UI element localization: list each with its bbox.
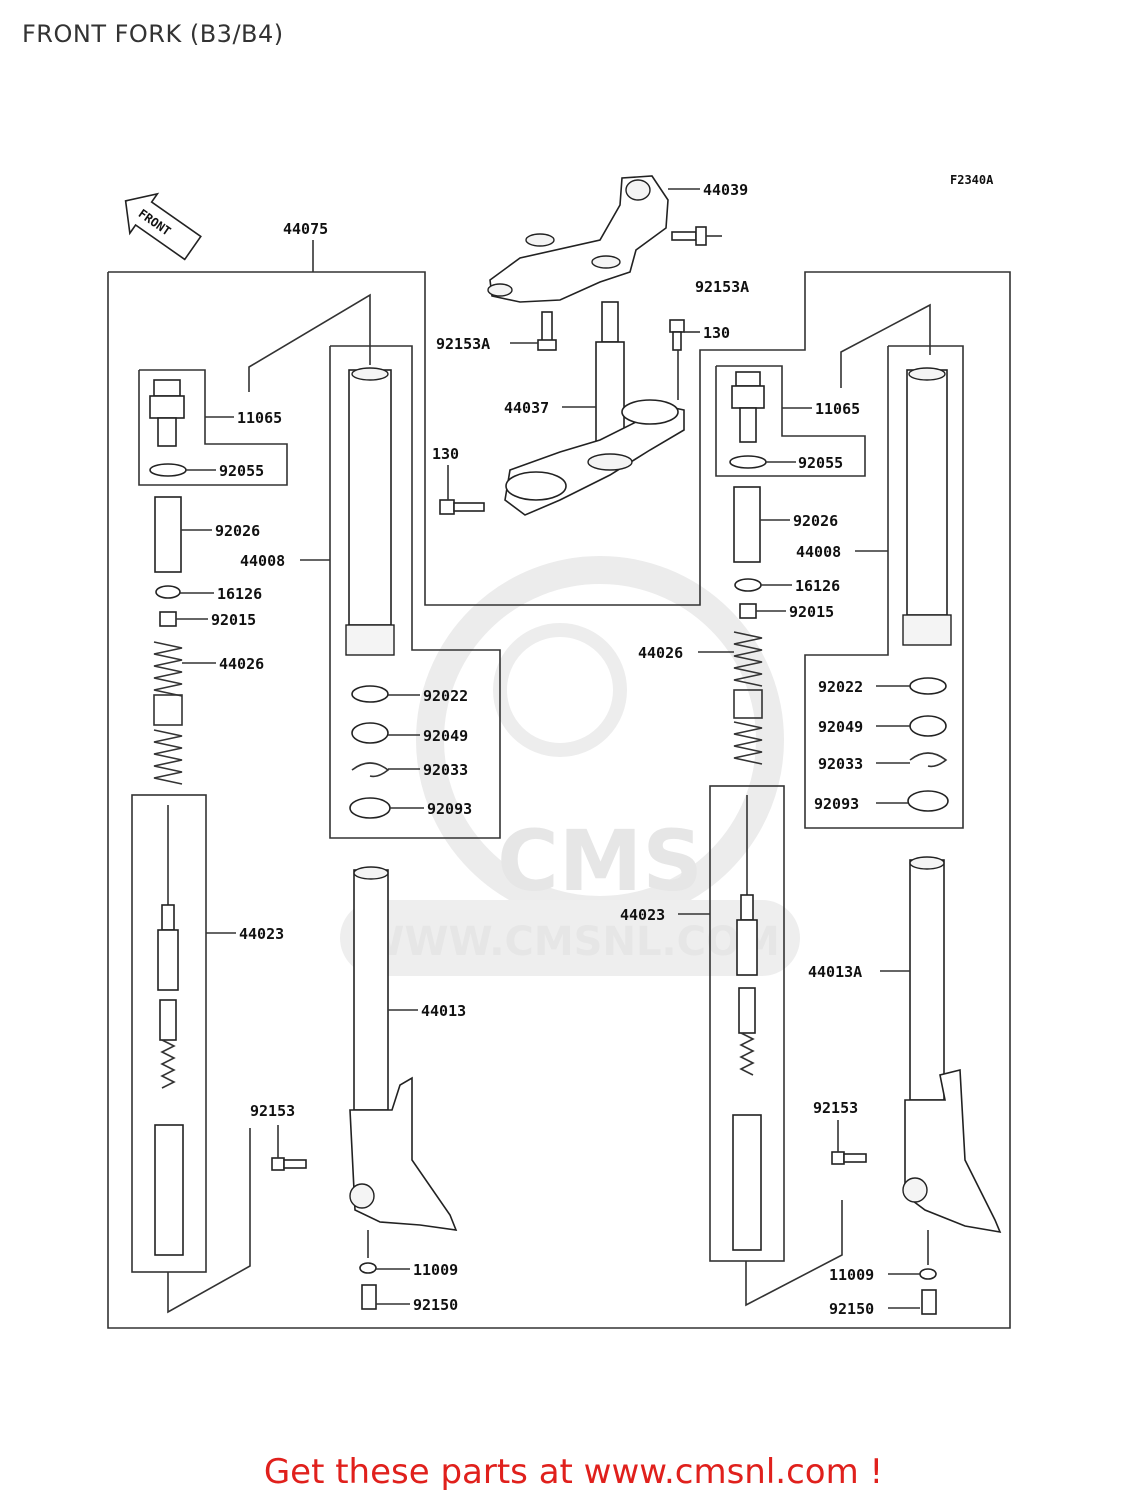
label-11009-left: 11009 [413,1261,458,1279]
label-92153A-left: 92153A [436,335,490,353]
label-44023-left: 44023 [239,925,284,943]
label-92150-left: 92150 [413,1296,458,1314]
bolt-130-top [669,319,685,351]
label-44008-right: 44008 [796,543,841,561]
label-44026-right: 44026 [638,644,683,662]
label-44013A: 44013A [808,963,862,981]
label-92055-left: 92055 [219,462,264,480]
bolt-130-left [439,499,485,515]
front-arrow-icon: FRONT [124,192,202,261]
left-fork-parts [149,367,458,1310]
label-92026-right: 92026 [793,512,838,530]
label-130-top: 130 [703,324,730,342]
label-11009-right: 11009 [829,1266,874,1284]
figure-code: F2340A [950,173,994,187]
watermark-logo: CMS [497,812,703,910]
label-92049-left: 92049 [423,727,468,745]
label-16126-right: 16126 [795,577,840,595]
label-44026-left: 44026 [219,655,264,673]
right-fork-parts [729,367,1002,1315]
page-title: FRONT FORK (B3/B4) [22,20,284,48]
label-44037: 44037 [504,399,549,417]
label-44008-left: 44008 [240,552,285,570]
label-92153-left: 92153 [250,1102,295,1120]
label-92049-right: 92049 [818,718,863,736]
footer-promo: Get these parts at www.cmsnl.com ! [263,1452,884,1492]
assembly-outline [107,240,1011,1329]
label-92022-right: 92022 [818,678,863,696]
label-44013: 44013 [421,1002,466,1020]
label-92093-right: 92093 [814,795,859,813]
part-labels: 44075 44039 92153A 92153A 130 44037 130 … [211,181,874,1318]
label-44075: 44075 [283,220,328,238]
label-92033-left: 92033 [423,761,468,779]
label-11065-left: 11065 [237,409,282,427]
label-44039: 44039 [703,181,748,199]
top-bracket-44039 [487,175,669,303]
bolt-92153A-left [537,311,557,351]
label-130-left: 130 [432,445,459,463]
label-92015-right: 92015 [789,603,834,621]
label-92055-right: 92055 [798,454,843,472]
watermark: CMS WWW.CMSNL.COM [340,556,800,976]
label-92153-right: 92153 [813,1099,858,1117]
label-16126-left: 16126 [217,585,262,603]
label-92033-right: 92033 [818,755,863,773]
front-fork-exploded-diagram: CMS WWW.CMSNL.COM F2340A FRONT [107,173,1011,1329]
label-92022-left: 92022 [423,687,468,705]
watermark-url: WWW.CMSNL.COM [360,919,780,965]
label-92015-left: 92015 [211,611,256,629]
label-92153A-top: 92153A [695,278,749,296]
label-92150-right: 92150 [829,1300,874,1318]
label-44023-right: 44023 [620,906,665,924]
label-11065-right: 11065 [815,400,860,418]
label-92093-left: 92093 [427,800,472,818]
label-92026-left: 92026 [215,522,260,540]
bolt-92153A-top [671,226,707,246]
leader-lines [176,188,920,1309]
steering-stem-44037 [504,301,685,516]
